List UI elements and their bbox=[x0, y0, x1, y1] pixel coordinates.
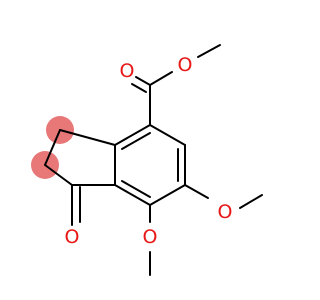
atom-o-methoxy-6: O bbox=[218, 201, 233, 223]
atom-o-ether-ester: O bbox=[178, 54, 193, 76]
bond-c3a-c4-inner bbox=[121, 132, 151, 150]
atom-o-methoxy-7: O bbox=[143, 226, 158, 248]
molecule-structure: O O O O O bbox=[31, 44, 263, 276]
atom-o-ketone: O bbox=[65, 226, 80, 248]
bond-c3a-c4 bbox=[114, 124, 151, 146]
molecule-canvas: O O O O O bbox=[31, 44, 263, 276]
bond-cester-oether bbox=[149, 71, 173, 86]
bond-c7-c7a-inner bbox=[121, 180, 151, 198]
bond-c3-c3a bbox=[59, 129, 116, 146]
bond-c2-c1 bbox=[44, 164, 73, 186]
bond-cester-ocarbonyl-b bbox=[131, 83, 147, 93]
bond-c6-c7 bbox=[149, 184, 186, 206]
bond-cester-ocarbonyl-a bbox=[135, 76, 151, 86]
bond-omethoxy6-methyl bbox=[239, 194, 263, 209]
bond-c7-c7a bbox=[114, 184, 151, 206]
bond-oether-methyl bbox=[197, 44, 221, 58]
bond-c4-c5 bbox=[149, 124, 186, 146]
bond-c6-omethoxy bbox=[184, 184, 209, 199]
atom-o-carbonyl-ester: O bbox=[120, 60, 135, 82]
bond-c3-c2 bbox=[44, 129, 61, 166]
